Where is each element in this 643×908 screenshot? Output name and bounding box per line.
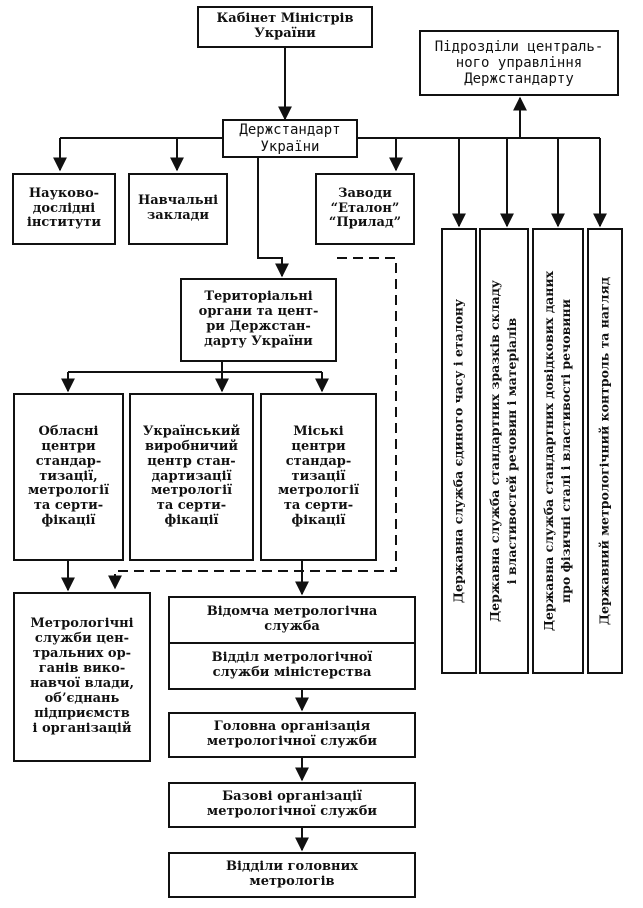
arrow-derzhstandart-central-units: [358, 96, 527, 139]
derzhstandart-box: Держстандарт України: [222, 119, 358, 158]
svc-reference-data-box: Державна служба стандартних довідкових д…: [532, 228, 584, 674]
research-institutes-box: Науково- дослідні інститути: [12, 173, 116, 245]
ukrainian-center-box: Український виробничий центр стан- дарти…: [129, 393, 254, 561]
dashed-link-territorial-metro-services: [108, 257, 397, 590]
metrology-services-box: Метрологічні служби цен- тральних ор- га…: [13, 592, 151, 762]
city-centers-box: Міські центри стандар- тизації метрологі…: [260, 393, 377, 561]
ministry-department-box: Відділ метрологічної служби міністерства: [168, 642, 416, 690]
svc-metrology-control-box: Державний метрологічний контроль та нагл…: [587, 228, 623, 674]
svc-unified-time-box: Державна служба єдиного часу і еталону: [441, 228, 477, 674]
factories-box: Заводи “Еталон” “Прилад”: [315, 173, 415, 245]
arrow-derzhstandart-territorial: [257, 158, 289, 278]
chief-metrologists-box: Відділи головних метрологів: [168, 852, 416, 898]
svc-standard-samples-box: Державна служба стандартних зразків скла…: [479, 228, 529, 674]
territorial-bodies-box: Територіальні органи та цент- ри Держста…: [180, 278, 337, 362]
departmental-service-box: Відомча метрологічна служба: [168, 596, 416, 644]
regional-centers-box: Обласні центри стандар- тизації, метроло…: [13, 393, 124, 561]
base-organizations-box: Базові організації метрологічної служби: [168, 782, 416, 828]
central-units-box: Підрозділи централь- ного управління Дер…: [419, 30, 619, 96]
cabinet-of-ministers-box: Кабінет Міністрів України: [197, 6, 373, 48]
educational-institutions-box: Навчальні заклади: [128, 173, 228, 245]
head-organization-box: Головна організація метрологічної служби: [168, 712, 416, 758]
